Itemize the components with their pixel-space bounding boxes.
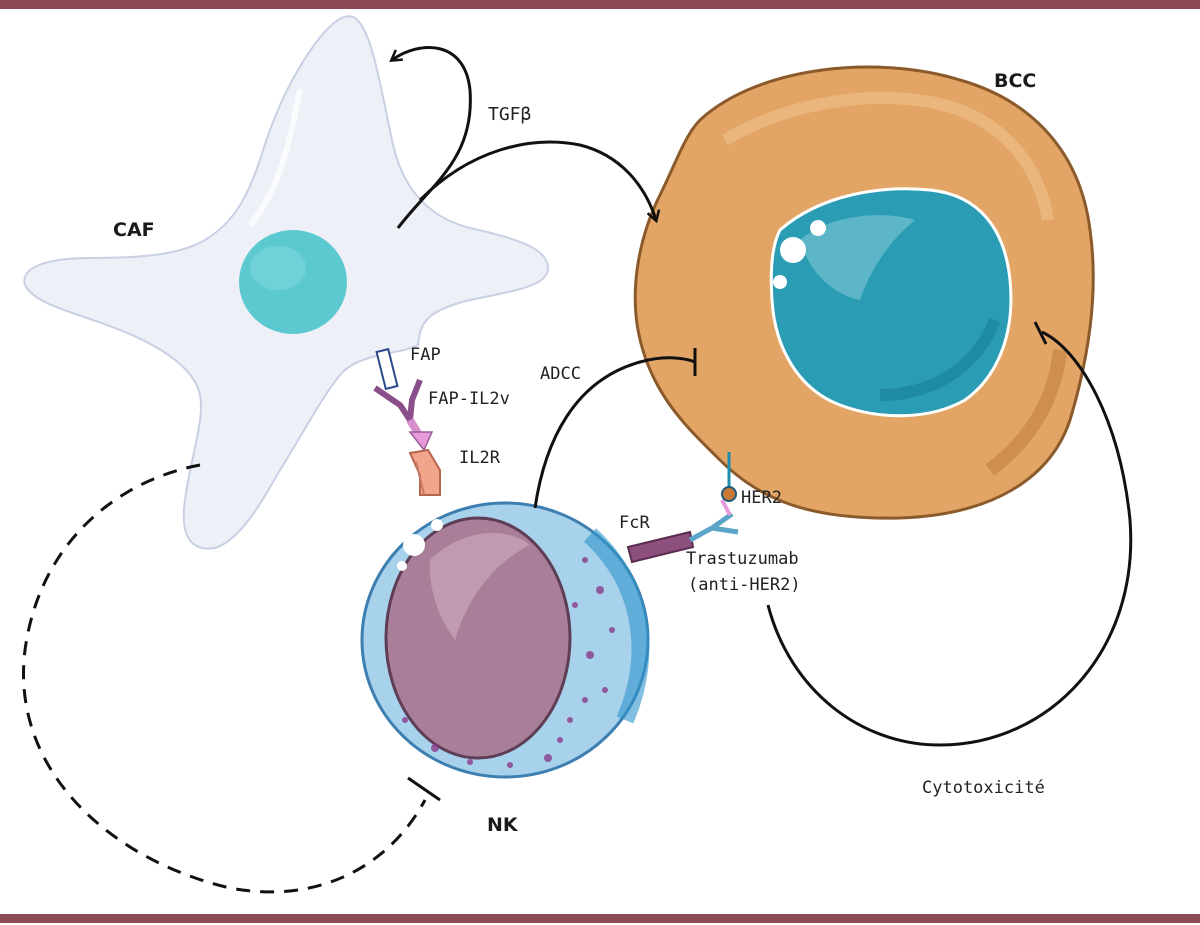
caf-label: CAF [113, 219, 155, 241]
tgfb-arrow-to-bcc [418, 140, 656, 220]
trastuzumab-label: Trastuzumab [686, 549, 799, 569]
cytotoxicity-inhibition-bar [1033, 321, 1048, 345]
anti-her2-label: (anti-HER2) [688, 575, 801, 595]
bottom-border [0, 914, 1200, 923]
her2-label: HER2 [741, 488, 782, 508]
fcr-receptor [626, 530, 695, 564]
fap-receptor [375, 347, 399, 391]
fap-il2v-label: FAP-IL2v [428, 389, 510, 409]
fcr-label: FcR [619, 513, 650, 533]
bcc-cell [633, 65, 1095, 520]
trastuzumab-molecule [688, 499, 739, 543]
il2r-receptor [408, 448, 441, 496]
adcc-label: ADCC [540, 364, 581, 384]
adcc-arc [533, 356, 696, 509]
bcc-label: BCC [994, 70, 1036, 92]
caf-nk-dashed-arc [22, 463, 427, 894]
fap-label: FAP [410, 345, 441, 365]
nk-cell [360, 501, 650, 779]
cytotoxicite-label: Cytotoxicité [922, 778, 1045, 798]
il2r-label: IL2R [459, 448, 501, 468]
fap-il2v-molecule [373, 378, 434, 452]
tgfb-label: TGFβ [488, 104, 531, 125]
her2-receptor [721, 452, 737, 502]
caf-nk-inhibition-bar [407, 776, 441, 802]
top-border [0, 0, 1200, 9]
cytotoxicity-arc [766, 330, 1133, 747]
caf-cell [23, 15, 550, 550]
nk-label: NK [487, 814, 519, 836]
